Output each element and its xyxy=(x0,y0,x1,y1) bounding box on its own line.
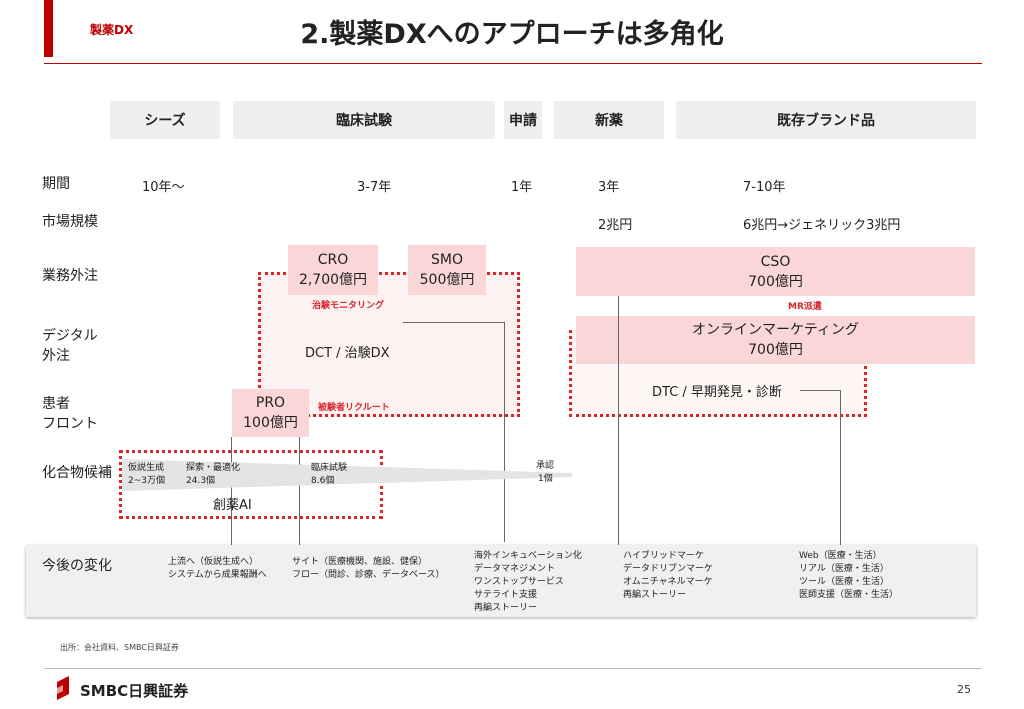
connector-line xyxy=(504,322,505,542)
online-marketing-box: オンラインマーケティング 700億円 xyxy=(576,316,975,364)
label-chiken-monitoring: 治験モニタリング xyxy=(312,301,385,311)
source-note: 出所：会社資料、SMBC日興証券 xyxy=(60,643,179,652)
page-title: 2.製薬DXへのアプローチは多角化 xyxy=(300,19,724,50)
connector-line xyxy=(231,437,232,545)
row-label-digital: デジタル 外注 xyxy=(42,328,98,364)
phase-seeds: シーズ xyxy=(110,101,220,139)
connector-line xyxy=(299,437,300,545)
label-dct: DCT / 治験DX xyxy=(305,346,390,361)
clinical-outsourcing-region xyxy=(258,272,520,417)
compound-funnel-shape xyxy=(122,459,572,491)
smo-name: SMO xyxy=(431,252,463,268)
market-new-drug: 2兆円 xyxy=(598,218,633,233)
funnel-stage1-value: 2~3万個 xyxy=(128,476,165,486)
smbc-logo-icon xyxy=(57,676,69,700)
period-existing: 7-10年 xyxy=(743,180,786,195)
drug-discovery-ai-region xyxy=(119,450,383,519)
phase-existing-brand: 既存ブランド品 xyxy=(676,101,976,139)
cso-name: CSO xyxy=(760,253,791,270)
future-col-cro: 海外インキュベーション化 データマネジメント ワンストップサービス サテライト支… xyxy=(474,551,582,613)
funnel-stage4-value: 1個 xyxy=(538,474,553,484)
online-value: 700億円 xyxy=(748,342,803,358)
phase-new-drug: 新薬 xyxy=(554,101,664,139)
row-label-future: 今後の変化 xyxy=(42,558,112,574)
label-mr: MR派遣 xyxy=(788,302,822,312)
row-label-patient: 患者 フロント xyxy=(42,396,98,432)
footer-rule xyxy=(44,668,982,669)
period-application: 1年 xyxy=(511,180,533,195)
cro-value: 2,700億円 xyxy=(298,272,368,288)
market-existing: 6兆円→ジェネリック3兆円 xyxy=(743,218,901,233)
phase-clinical: 臨床試験 xyxy=(233,101,495,139)
connector-line xyxy=(618,296,619,545)
future-col-dtc: Web（医療・生活） リアル（医療・生活） ツール（医療・生活） 医師支援（医療… xyxy=(799,551,899,600)
period-seeds: 10年〜 xyxy=(142,180,185,195)
phase-application: 申請 xyxy=(504,101,542,139)
pro-box: PRO 100億円 xyxy=(232,389,309,437)
funnel-stage4-name: 承認 xyxy=(536,461,555,471)
connector-line xyxy=(800,390,840,391)
funnel-stage2-value: 24.3個 xyxy=(186,476,216,486)
cro-box: CRO 2,700億円 xyxy=(288,245,378,295)
funnel-stage1-name: 仮説生成 xyxy=(128,463,165,473)
pro-name: PRO xyxy=(255,395,286,411)
pro-value: 100億円 xyxy=(243,415,298,431)
label-recruit: 被験者リクルート xyxy=(318,403,390,413)
future-changes-panel xyxy=(26,545,976,617)
cso-box: CSO 700億円 xyxy=(576,247,975,296)
funnel-stage3-value: 8.6個 xyxy=(311,476,335,486)
header-rule xyxy=(44,63,982,64)
row-label-market: 市場規模 xyxy=(42,214,98,230)
row-label-outsourcing: 業務外注 xyxy=(42,268,98,284)
label-dtc: DTC / 早期発見・診断 xyxy=(652,385,782,400)
row-label-period: 期間 xyxy=(42,176,70,192)
header-accent-bar xyxy=(44,0,53,57)
smo-value: 500億円 xyxy=(419,272,475,288)
section-tag: 製薬DX xyxy=(90,23,134,37)
connector-line xyxy=(403,322,504,323)
connector-line xyxy=(840,390,841,545)
future-col-ai: 上流へ（仮説生成へ） システムから成果報酬へ xyxy=(168,557,267,580)
company-logo-text: SMBC日興証券 xyxy=(80,682,189,700)
cso-value: 700億円 xyxy=(748,273,803,290)
cro-name: CRO xyxy=(317,252,349,268)
future-col-pro: サイト（医療機関、施設、健保） フロー（問診、診療、データベース） xyxy=(292,557,445,580)
online-name: オンラインマーケティング xyxy=(692,322,859,338)
future-col-marketing: ハイブリッドマーケ データドリブンマーケ オムニチャネルマーケ 再編ストーリー xyxy=(623,551,714,600)
period-new-drug: 3年 xyxy=(598,180,620,195)
row-label-compound: 化合物候補 xyxy=(42,465,112,481)
page-number: 25 xyxy=(957,683,971,696)
funnel-stage3-name: 臨床試験 xyxy=(311,463,348,473)
label-ai: 創薬AI xyxy=(213,498,252,513)
period-clinical: 3-7年 xyxy=(357,180,392,195)
funnel-stage2-name: 探索・最適化 xyxy=(186,463,241,473)
smo-box: SMO 500億円 xyxy=(408,245,486,295)
